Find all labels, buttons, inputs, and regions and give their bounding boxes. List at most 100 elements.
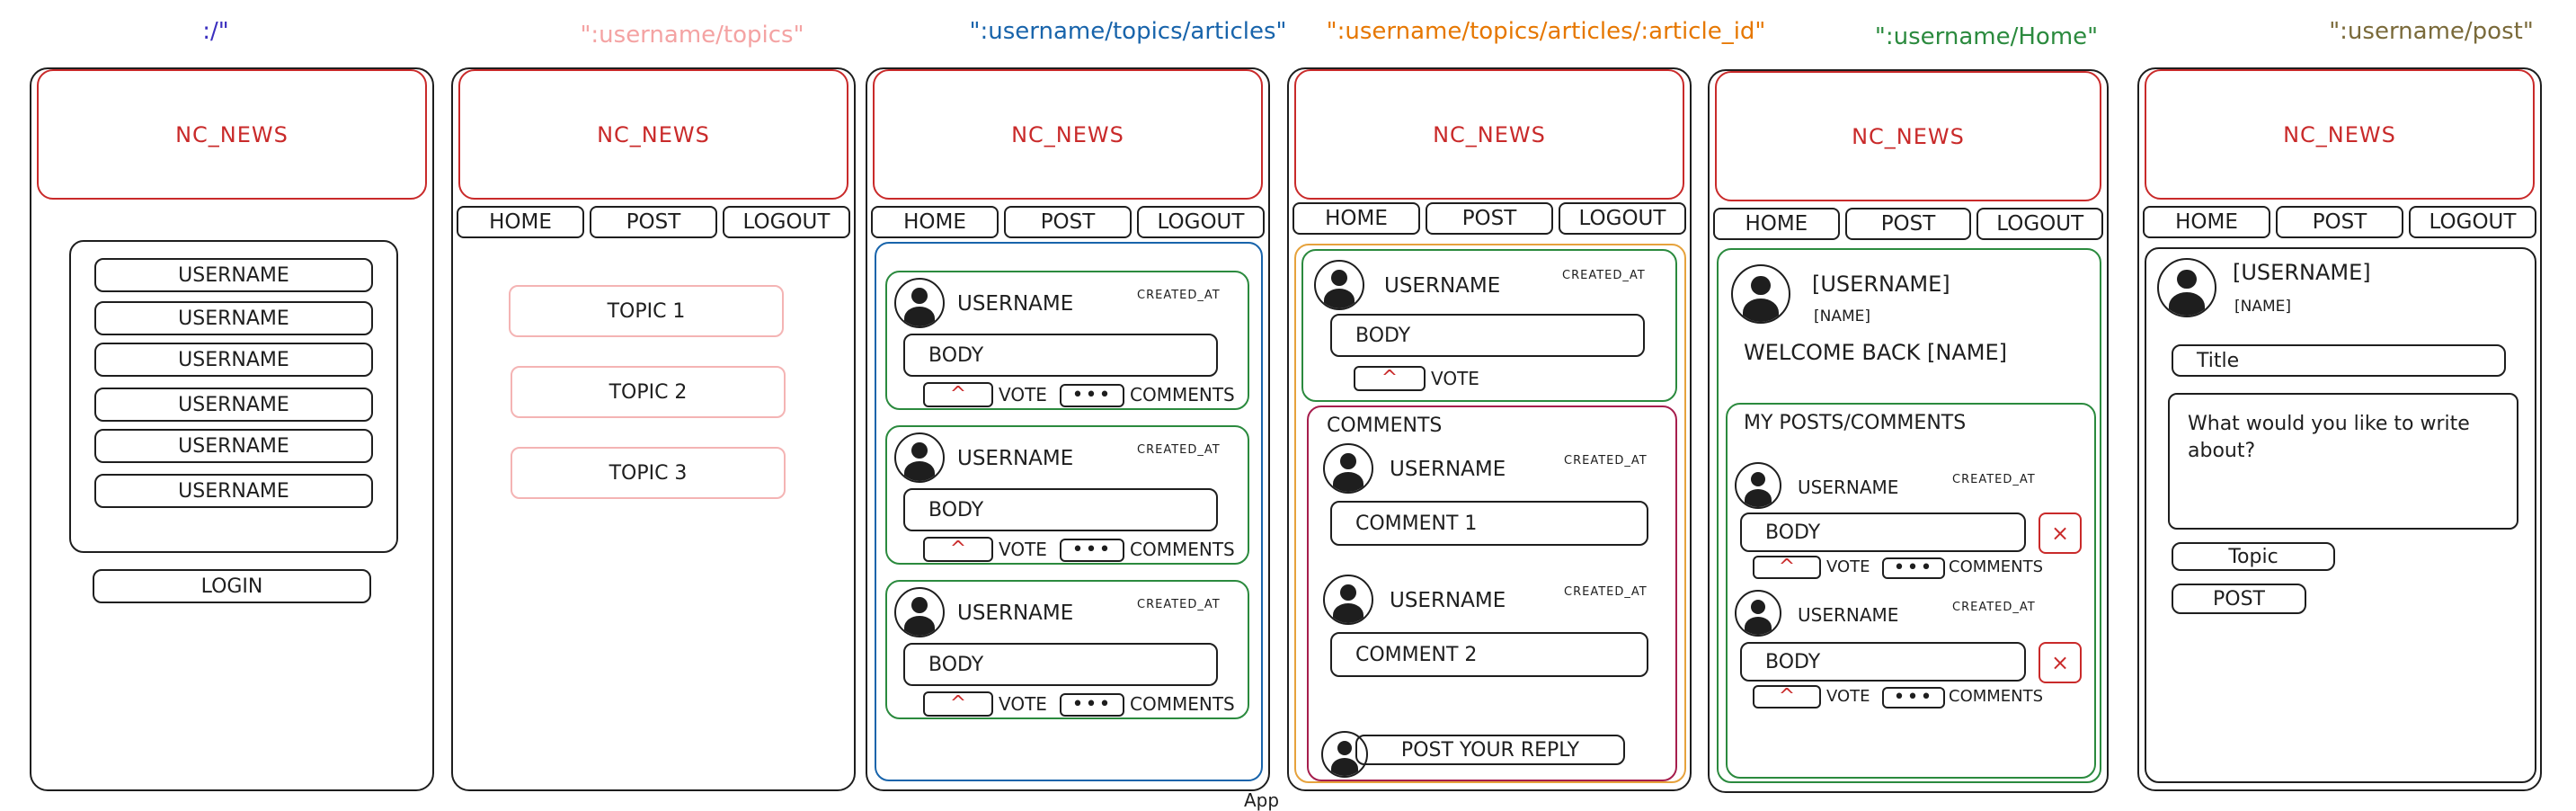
app-header: NC_NEWS	[458, 69, 848, 200]
post-reply-button[interactable]: POST YOUR REPLY	[1355, 735, 1625, 765]
article-created-at: CREATED_AT	[1137, 598, 1221, 611]
upvote-button[interactable]: ^	[1753, 685, 1821, 709]
post-username: USERNAME	[1798, 604, 1899, 626]
user-option[interactable]: USERNAME	[94, 301, 373, 335]
user-option[interactable]: USERNAME	[94, 343, 373, 377]
nav-post-button[interactable]: POST	[1004, 206, 1132, 238]
avatar	[894, 587, 945, 637]
avatar	[1731, 264, 1790, 324]
upvote-button[interactable]: ^	[923, 691, 993, 717]
nav-post-button[interactable]: POST	[2276, 206, 2403, 238]
article-username: USERNAME	[957, 447, 1074, 470]
nav-home-button[interactable]: HOME	[1292, 202, 1420, 235]
article-body: BODY	[903, 488, 1218, 531]
nav-logout-button[interactable]: LOGOUT	[1559, 202, 1686, 235]
article-body: BODY	[903, 334, 1218, 377]
article-card[interactable]: USERNAME CREATED_AT BODY ^ VOTE ••• COMM…	[885, 271, 1249, 410]
app-header: NC_NEWS	[37, 69, 427, 200]
article-card: USERNAME CREATED_AT BODY ^ VOTE	[1301, 249, 1677, 402]
user-option[interactable]: USERNAME	[94, 388, 373, 422]
nav-logout-button[interactable]: LOGOUT	[723, 206, 850, 238]
topic-input[interactable]: Topic	[2172, 542, 2335, 571]
nav-post-button[interactable]: POST	[1844, 208, 1972, 240]
avatar	[1321, 731, 1368, 778]
user-option[interactable]: USERNAME	[94, 429, 373, 463]
vote-label: VOTE	[999, 693, 1047, 715]
post-body: BODY	[1740, 642, 2026, 682]
avatar	[1735, 590, 1781, 637]
avatar	[894, 432, 945, 483]
upvote-button[interactable]: ^	[1354, 366, 1426, 391]
welcome-message: WELCOME BACK [NAME]	[1744, 340, 2007, 365]
delete-post-button[interactable]: ×	[2039, 642, 2082, 683]
user-option[interactable]: USERNAME	[94, 474, 373, 508]
comments-button[interactable]: •••	[1060, 539, 1124, 562]
article-created-at: CREATED_AT	[1137, 289, 1221, 302]
avatar	[894, 278, 945, 328]
topic-item[interactable]: TOPIC 3	[511, 447, 786, 499]
avatar	[1735, 462, 1781, 509]
topic-item[interactable]: TOPIC 1	[509, 285, 784, 337]
user-list-panel: USERNAME USERNAME USERNAME USERNAME USER…	[69, 240, 398, 553]
nav-logout-button[interactable]: LOGOUT	[1976, 208, 2104, 240]
body-textarea[interactable]: What would you like to write about?	[2168, 393, 2518, 530]
vote-label: VOTE	[1826, 557, 1870, 576]
comments-label: COMMENTS	[1130, 539, 1235, 560]
nav-home-button[interactable]: HOME	[2143, 206, 2270, 238]
article-created-at: CREATED_AT	[1137, 443, 1221, 457]
nav-bar: HOME POST LOGOUT	[1713, 208, 2104, 240]
comments-button[interactable]: •••	[1882, 687, 1945, 709]
app-title: NC_NEWS	[597, 121, 710, 147]
post-form-container: [USERNAME] [NAME] Title What would you l…	[2145, 247, 2536, 783]
upvote-button[interactable]: ^	[923, 537, 993, 562]
article-card[interactable]: USERNAME CREATED_AT BODY ^ VOTE ••• COMM…	[885, 580, 1249, 719]
nav-bar: HOME POST LOGOUT	[1292, 202, 1686, 235]
upvote-button[interactable]: ^	[1753, 556, 1821, 579]
article-created-at: CREATED_AT	[1562, 269, 1646, 282]
nav-post-button[interactable]: POST	[590, 206, 717, 238]
comments-heading: COMMENTS	[1327, 414, 1443, 437]
avatar	[1323, 575, 1373, 625]
route-label-post: ":username/post"	[2329, 18, 2534, 45]
app-header: NC_NEWS	[873, 69, 1263, 200]
article-card[interactable]: USERNAME CREATED_AT BODY ^ VOTE ••• COMM…	[885, 425, 1249, 565]
article-detail-container: USERNAME CREATED_AT BODY ^ VOTE COMMENTS…	[1294, 244, 1686, 783]
nav-logout-button[interactable]: LOGOUT	[1137, 206, 1265, 238]
title-input[interactable]: Title	[2172, 344, 2506, 377]
post-username: USERNAME	[1798, 477, 1899, 498]
article-body: BODY	[1330, 314, 1645, 357]
user-option[interactable]: USERNAME	[94, 258, 373, 292]
route-label-articles: ":username/topics/articles"	[969, 18, 1287, 45]
upvote-button[interactable]: ^	[923, 382, 993, 407]
comments-section: COMMENTS USERNAME CREATED_AT COMMENT 1 U…	[1307, 406, 1677, 781]
delete-post-button[interactable]: ×	[2039, 512, 2082, 554]
topics-screen: NC_NEWS HOME POST LOGOUT TOPIC 1 TOPIC 2…	[451, 67, 856, 791]
avatar	[1314, 260, 1364, 310]
nav-home-button[interactable]: HOME	[871, 206, 999, 238]
profile-name: [NAME]	[1814, 307, 1871, 325]
nav-home-button[interactable]: HOME	[457, 206, 584, 238]
app-header: NC_NEWS	[2145, 69, 2535, 200]
vote-label: VOTE	[999, 539, 1047, 560]
app-title: NC_NEWS	[1852, 123, 1965, 149]
article-detail-screen: NC_NEWS HOME POST LOGOUT USERNAME CREATE…	[1287, 67, 1692, 791]
my-posts-section: MY POSTS/COMMENTS USERNAME CREATED_AT BO…	[1726, 403, 2096, 779]
nav-post-button[interactable]: POST	[1426, 202, 1553, 235]
nav-bar: HOME POST LOGOUT	[457, 206, 850, 238]
comments-button[interactable]: •••	[1060, 693, 1124, 717]
submit-post-button[interactable]: POST	[2172, 584, 2306, 614]
nav-bar: HOME POST LOGOUT	[871, 206, 1265, 238]
comments-label: COMMENTS	[1130, 693, 1235, 715]
nav-logout-button[interactable]: LOGOUT	[2409, 206, 2536, 238]
articles-screen: NC_NEWS HOME POST LOGOUT USERNAME CREATE…	[866, 67, 1270, 791]
home-screen: NC_NEWS HOME POST LOGOUT [USERNAME] [NAM…	[1708, 69, 2109, 793]
login-button[interactable]: LOGIN	[93, 569, 371, 603]
profile-username: [USERNAME]	[1812, 272, 1950, 297]
comments-button[interactable]: •••	[1882, 557, 1945, 579]
article-body: BODY	[903, 643, 1218, 686]
topic-item[interactable]: TOPIC 2	[511, 366, 786, 418]
comments-button[interactable]: •••	[1060, 384, 1124, 407]
vote-label: VOTE	[1431, 368, 1479, 389]
articles-list: USERNAME CREATED_AT BODY ^ VOTE ••• COMM…	[875, 242, 1263, 781]
nav-home-button[interactable]: HOME	[1713, 208, 1840, 240]
